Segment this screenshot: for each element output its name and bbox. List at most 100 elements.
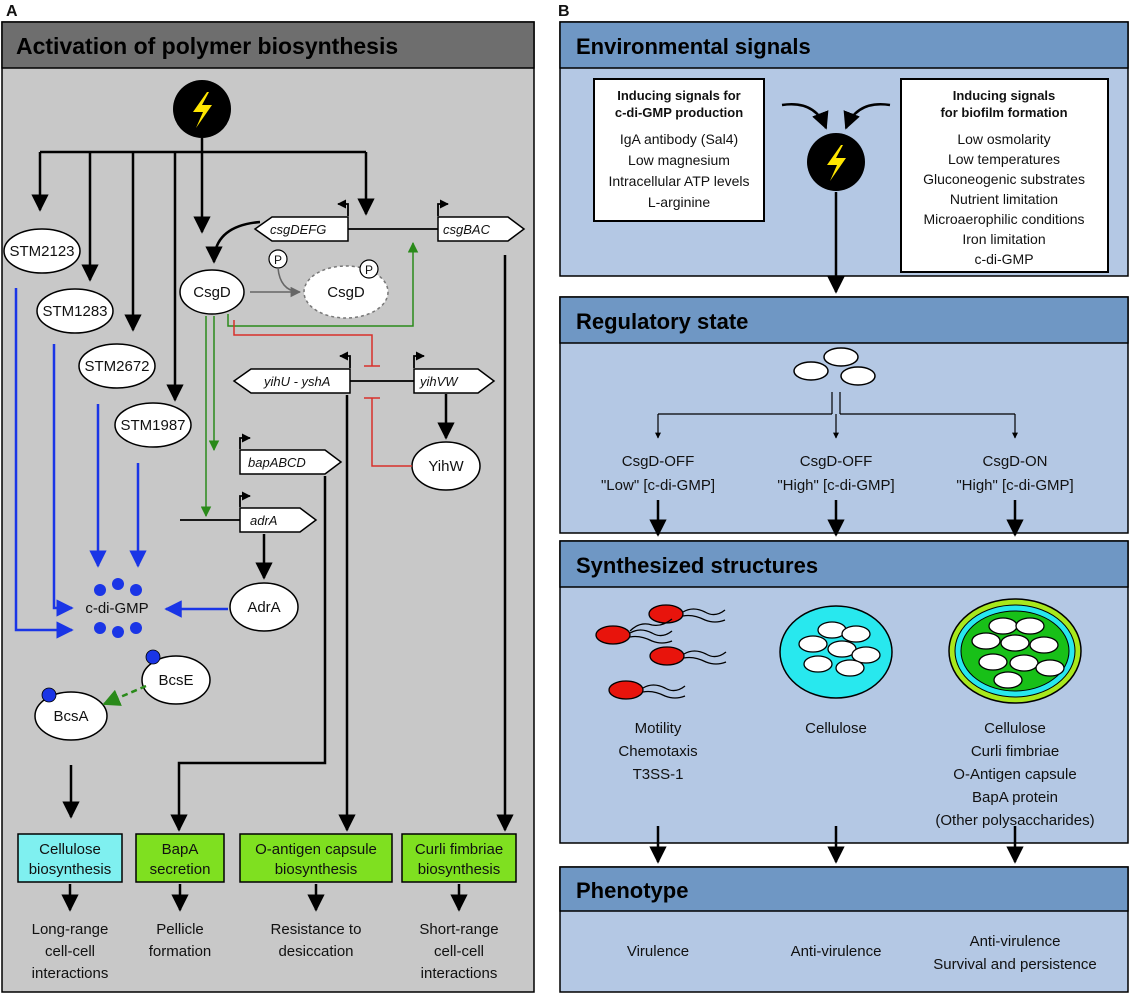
struct-item: T3SS-1 bbox=[633, 766, 684, 783]
reg-title-bar bbox=[559, 296, 1129, 344]
phenotype-line3: interactions bbox=[421, 965, 498, 982]
panel-a-title-bar bbox=[1, 21, 535, 69]
svg-text:P: P bbox=[365, 263, 373, 277]
output-lines bbox=[62, 255, 514, 832]
red-inhibition-lines bbox=[233, 320, 412, 467]
env-title: Environmental signals bbox=[576, 34, 811, 59]
pheno-title: Phenotype bbox=[576, 878, 688, 903]
phenotype-line2: cell-cell bbox=[434, 943, 484, 960]
node-bcse: BcsE bbox=[141, 649, 211, 705]
svg-text:BcsE: BcsE bbox=[158, 672, 193, 689]
env-box1-item: Low magnesium bbox=[628, 152, 730, 168]
reg-states: CsgD-OFF"Low" [c-di-GMP]CsgD-OFF"High" [… bbox=[601, 453, 1074, 494]
output-box bbox=[401, 833, 517, 883]
pheno-title-bar bbox=[559, 866, 1129, 912]
env-box1-title-1: Inducing signals for bbox=[617, 88, 741, 103]
env-lightning-icon bbox=[807, 133, 865, 191]
pheno-item: Virulence bbox=[627, 943, 689, 960]
gene-csgdefg-label: csgDEFG bbox=[270, 222, 326, 237]
gene-adra-label: adrA bbox=[250, 513, 277, 528]
node-stm1987: STM1987 bbox=[114, 402, 192, 448]
env-box1-item: IgA antibody (Sal4) bbox=[620, 131, 738, 147]
env-box2-item: c-di-GMP bbox=[974, 251, 1033, 267]
motile-bacteria-icon bbox=[595, 604, 727, 700]
node-stm2123: STM2123 bbox=[3, 228, 81, 274]
biofilm-cluster-icon bbox=[948, 598, 1082, 704]
env-box2-item: Microaerophilic conditions bbox=[923, 211, 1084, 227]
node-yihw: YihW bbox=[411, 441, 481, 491]
output-line2: biosynthesis bbox=[29, 861, 112, 878]
struct-down-arrows bbox=[649, 826, 1024, 864]
env-box2-item: Nutrient limitation bbox=[950, 191, 1058, 207]
svg-text:STM2123: STM2123 bbox=[9, 243, 74, 260]
svg-text:CsgD: CsgD bbox=[327, 284, 365, 301]
node-stm1283: STM1283 bbox=[36, 288, 114, 334]
reg-title: Regulatory state bbox=[576, 309, 748, 334]
struct-item: BapA protein bbox=[972, 789, 1058, 806]
node-csgd: CsgD bbox=[179, 269, 245, 315]
reg-state-line1: CsgD-OFF bbox=[800, 453, 873, 470]
env-box2-item: Gluconeogenic substrates bbox=[923, 171, 1085, 187]
green-activation-arrows bbox=[200, 241, 419, 518]
struct-item: Curli fimbriae bbox=[971, 743, 1059, 760]
output-line2: secretion bbox=[150, 861, 211, 878]
reg-state-line2: "Low" [c-di-GMP] bbox=[601, 477, 715, 494]
phenotype-line2: cell-cell bbox=[45, 943, 95, 960]
pheno-item: Anti-virulence bbox=[791, 943, 882, 960]
cdigmp-label: c-di-GMP bbox=[85, 600, 148, 617]
panel-a-label: A bbox=[6, 3, 18, 20]
env-box1-item: L-arginine bbox=[648, 194, 710, 210]
output-box bbox=[239, 833, 393, 883]
output-line1: Cellulose bbox=[39, 841, 101, 858]
cdigmp-pool: c-di-GMP bbox=[85, 578, 149, 638]
gene-adra: adrA bbox=[239, 507, 318, 533]
output-line2: biosynthesis bbox=[275, 861, 358, 878]
output-boxes: CellulosebiosynthesisBapAsecretionO-anti… bbox=[17, 833, 517, 912]
reg-state-line1: CsgD-ON bbox=[982, 453, 1047, 470]
pheno-item: Survival and persistence bbox=[933, 956, 1096, 973]
output-box bbox=[17, 833, 123, 883]
node-csgd-phosphorylated: CsgD P bbox=[303, 259, 389, 319]
env-box1-item: Intracellular ATP levels bbox=[608, 173, 749, 189]
env-box-cdigmp bbox=[593, 78, 765, 222]
env-box1-title-2: c-di-GMP production bbox=[615, 105, 743, 120]
svg-text:STM1987: STM1987 bbox=[120, 417, 185, 434]
struct-item: Chemotaxis bbox=[618, 743, 697, 760]
reg-state-line2: "High" [c-di-GMP] bbox=[777, 477, 894, 494]
svg-text:AdrA: AdrA bbox=[247, 599, 280, 616]
struct-item: (Other polysaccharides) bbox=[935, 812, 1094, 829]
phenotype-line1: Short-range bbox=[419, 921, 498, 938]
phenotype-labels: Long-rangecell-cellinteractionsPelliclef… bbox=[32, 921, 499, 982]
env-box2-title-2: for biofilm formation bbox=[940, 105, 1067, 120]
reg-down-arrows bbox=[649, 500, 1024, 537]
gene-yihvw: yihVW bbox=[413, 368, 496, 394]
cellulose-cluster-icon bbox=[779, 605, 893, 699]
gene-yihvw-label: yihVW bbox=[419, 374, 459, 389]
blue-cdigmp-arrows bbox=[14, 288, 228, 639]
node-bcsa: BcsA bbox=[34, 687, 108, 741]
cells-group bbox=[793, 347, 876, 386]
env-box1-items: IgA antibody (Sal4) Low magnesiumIntracel… bbox=[608, 131, 749, 210]
struct-title: Synthesized structures bbox=[576, 553, 818, 578]
struct-item: Cellulose bbox=[805, 720, 867, 737]
phenotype-line1: Resistance to bbox=[271, 921, 362, 938]
env-box2-title-1: Inducing signals bbox=[953, 88, 1056, 103]
struct-title-bar bbox=[559, 540, 1129, 588]
env-box2-item: Low temperatures bbox=[948, 151, 1060, 167]
signal-lightning-icon bbox=[173, 80, 231, 138]
reg-state-line2: "High" [c-di-GMP] bbox=[956, 477, 1073, 494]
env-box2-item: Low osmolarity bbox=[957, 131, 1050, 147]
phenotype-line1: Long-range bbox=[32, 921, 109, 938]
phenotype-line1: Pellicle bbox=[156, 921, 204, 938]
csg-promoter-region bbox=[337, 199, 449, 230]
env-box-biofilm bbox=[900, 78, 1109, 273]
phenotype-line2: desiccation bbox=[278, 943, 353, 960]
panel-a-title: Activation of polymer biosynthesis bbox=[16, 33, 398, 59]
output-line2: biosynthesis bbox=[418, 861, 501, 878]
phospho-donor: P bbox=[250, 249, 302, 298]
yih-promoter-region bbox=[339, 351, 425, 382]
